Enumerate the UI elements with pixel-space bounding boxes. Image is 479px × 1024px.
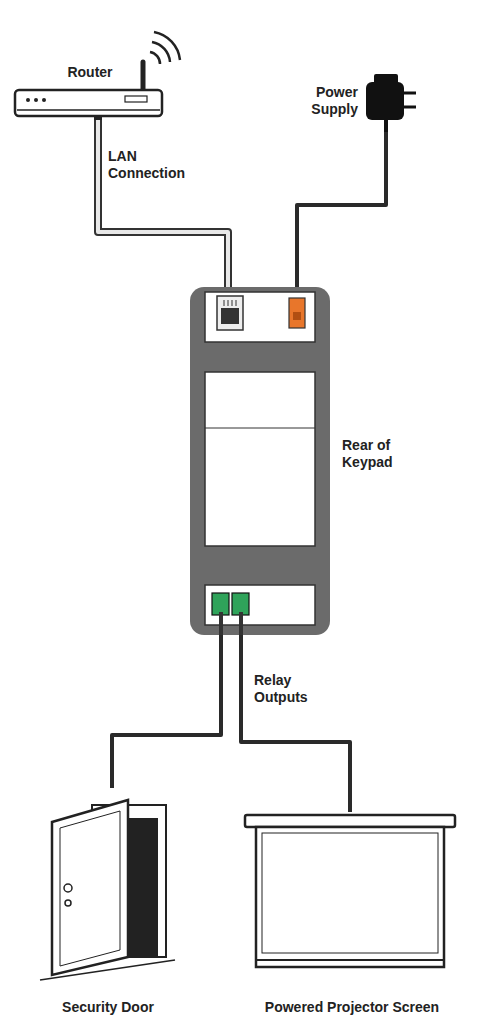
projector-screen-node: Powered Projector Screen: [236, 812, 468, 1016]
power-plug-icon: [366, 74, 416, 132]
edge-label: Relay Outputs: [252, 672, 332, 706]
node-label: Powered Projector Screen: [265, 999, 439, 1016]
edge-label-holder: LAN Connection: [106, 148, 206, 182]
edge-label-holder: Relay Outputs: [252, 672, 332, 706]
keypad-node: Rear of Keypad: [190, 287, 330, 635]
cable: [241, 635, 350, 812]
keypad-rear: [190, 287, 330, 636]
projector-screen-icon: [245, 815, 455, 967]
node-label: Router: [67, 64, 112, 81]
lan-cable-core: [98, 120, 228, 287]
router-node: Router: [10, 64, 170, 120]
node-label: Security Door: [62, 999, 154, 1016]
power-supply-node: Power Supply: [292, 70, 420, 132]
security-door-icon: [40, 800, 175, 980]
router-icon: [15, 32, 180, 120]
node-label: Rear of Keypad: [342, 437, 420, 471]
node-label: Power Supply: [292, 84, 358, 118]
lan-cable: [98, 120, 228, 287]
cable: [112, 635, 221, 788]
edge-label: LAN Connection: [106, 148, 206, 182]
security-door-node: Security Door: [38, 788, 178, 1016]
cable: [297, 132, 386, 287]
